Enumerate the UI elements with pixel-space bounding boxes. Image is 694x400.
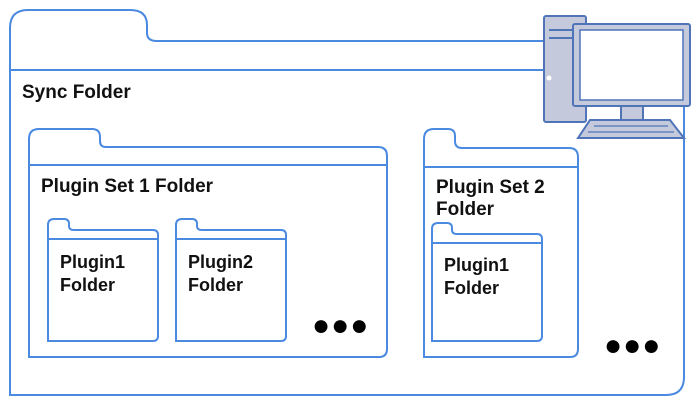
plugin-set-2-label: Plugin Set 2 Folder bbox=[436, 177, 545, 221]
set1-plugin1-label-line2: Folder bbox=[60, 275, 116, 295]
set1-plugin1-label-line1: Plugin1 bbox=[60, 252, 126, 272]
set1-more-ellipsis: ●●● bbox=[312, 309, 370, 342]
set1-plugin2-label: Plugin2 Folder bbox=[188, 251, 253, 297]
plugin-set-2-label-line1: Plugin Set 2 bbox=[436, 177, 545, 198]
set2-plugin1-label-line1: Plugin1 bbox=[444, 255, 510, 275]
set1-plugin2-folder-icon bbox=[175, 218, 287, 342]
set2-plugin1-label-line2: Folder bbox=[444, 278, 500, 298]
more-sets-ellipsis: ●●● bbox=[604, 329, 662, 362]
plugin-set-1-label: Plugin Set 1 Folder bbox=[41, 176, 214, 197]
set2-plugin1-label: Plugin1 Folder bbox=[444, 254, 509, 300]
set1-plugin2-label-line2: Folder bbox=[188, 275, 244, 295]
set1-plugin2-label-line1: Plugin2 bbox=[188, 252, 254, 272]
sync-folder-label: Sync Folder bbox=[22, 82, 131, 103]
desktop-computer-icon bbox=[543, 15, 691, 139]
set2-plugin1-folder-icon bbox=[431, 222, 543, 342]
plugin-set-2-label-line2: Folder bbox=[436, 199, 495, 220]
set1-plugin1-label: Plugin1 Folder bbox=[60, 251, 125, 297]
set1-plugin1-folder-icon bbox=[47, 218, 159, 342]
